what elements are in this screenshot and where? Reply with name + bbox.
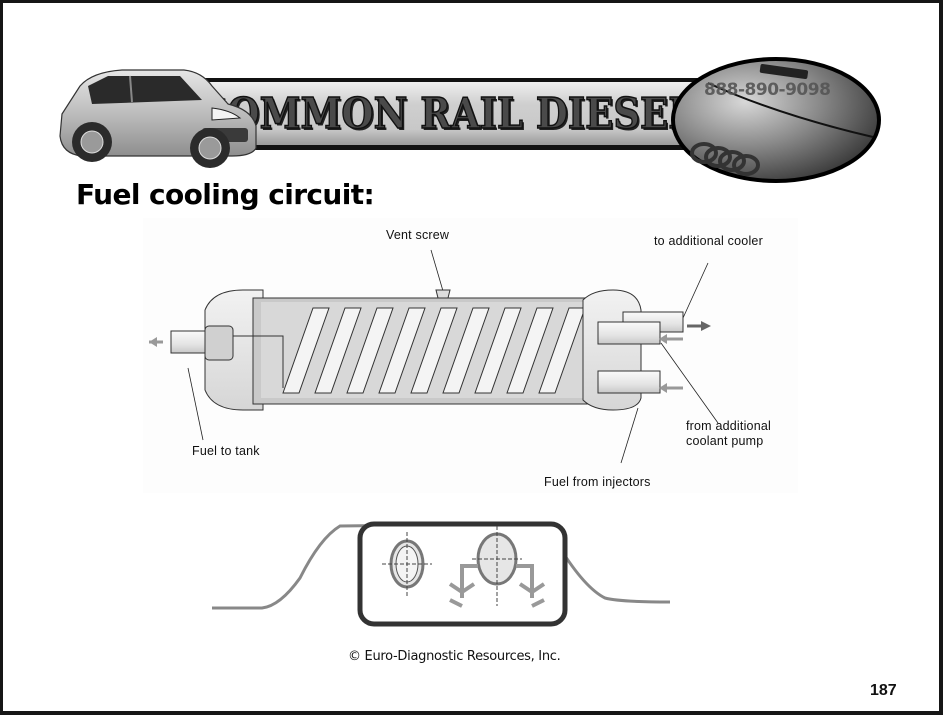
label-fuel-to-tank: Fuel to tank <box>192 444 260 458</box>
label-vent-screw: Vent screw <box>386 228 450 242</box>
label-line-2: coolant pump <box>686 434 764 448</box>
page-number: 187 <box>870 682 897 699</box>
label-line-1: from additional <box>686 419 771 433</box>
header-banner <box>190 78 710 150</box>
label-fuel-from-injectors: Fuel from injectors <box>544 475 651 489</box>
cross-section-diagram <box>212 521 671 627</box>
label-to-additional-cooler: to additional cooler <box>654 234 763 248</box>
page-title: Fuel cooling circuit: <box>76 178 375 211</box>
phone-number: 888-890-9098 <box>704 80 831 100</box>
car-image <box>59 69 257 168</box>
banner-title: COMMON RAIL DIESEL <box>197 88 695 139</box>
fuel-cooler-diagram <box>143 218 798 493</box>
emblem-image <box>671 57 881 183</box>
label-from-coolant-pump: from additional coolant pump <box>686 419 771 449</box>
copyright-text: © Euro-Diagnostic Resources, Inc. <box>348 649 561 664</box>
